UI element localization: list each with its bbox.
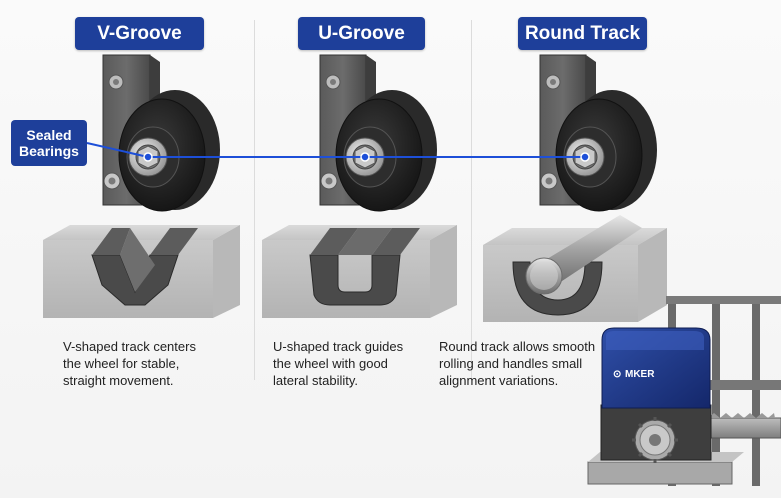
sealed-bearings-callout: Sealed Bearings xyxy=(11,120,87,166)
motor-brand-label: MKER xyxy=(625,369,655,380)
callout-line-1: Sealed xyxy=(26,127,72,143)
column-divider xyxy=(254,20,255,380)
v-groove-description: V-shaped track centers the wheel for sta… xyxy=(63,338,196,389)
u-groove-header: U-Groove xyxy=(298,17,425,50)
description-line: alignment variations. xyxy=(439,373,559,388)
description-line: V-shaped track centers xyxy=(63,339,196,354)
gate-motor: ⊙ MKER xyxy=(587,296,781,486)
round-track-header: Round Track xyxy=(518,17,647,50)
description-line: U-shaped track guides xyxy=(273,339,404,354)
description-line: rolling and handles small xyxy=(439,356,583,371)
bearing-connector xyxy=(86,142,590,162)
description-line: the wheel with good xyxy=(273,356,388,371)
round-track-description: Round track allows smooth rolling and ha… xyxy=(439,338,595,389)
column-divider xyxy=(471,20,472,380)
v-groove-assembly xyxy=(43,54,240,318)
description-line: the wheel for stable, xyxy=(63,356,180,371)
description-line: straight movement. xyxy=(63,373,174,388)
callout-line-2: Bearings xyxy=(19,143,79,159)
round-track-assembly xyxy=(483,54,667,322)
svg-text:⊙: ⊙ xyxy=(613,369,621,380)
description-line: lateral stability. xyxy=(273,373,359,388)
u-groove-description: U-shaped track guides the wheel with goo… xyxy=(273,338,403,389)
v-groove-header: V-Groove xyxy=(75,17,204,50)
u-groove-assembly xyxy=(262,54,457,318)
description-line: Round track allows smooth xyxy=(439,339,596,354)
